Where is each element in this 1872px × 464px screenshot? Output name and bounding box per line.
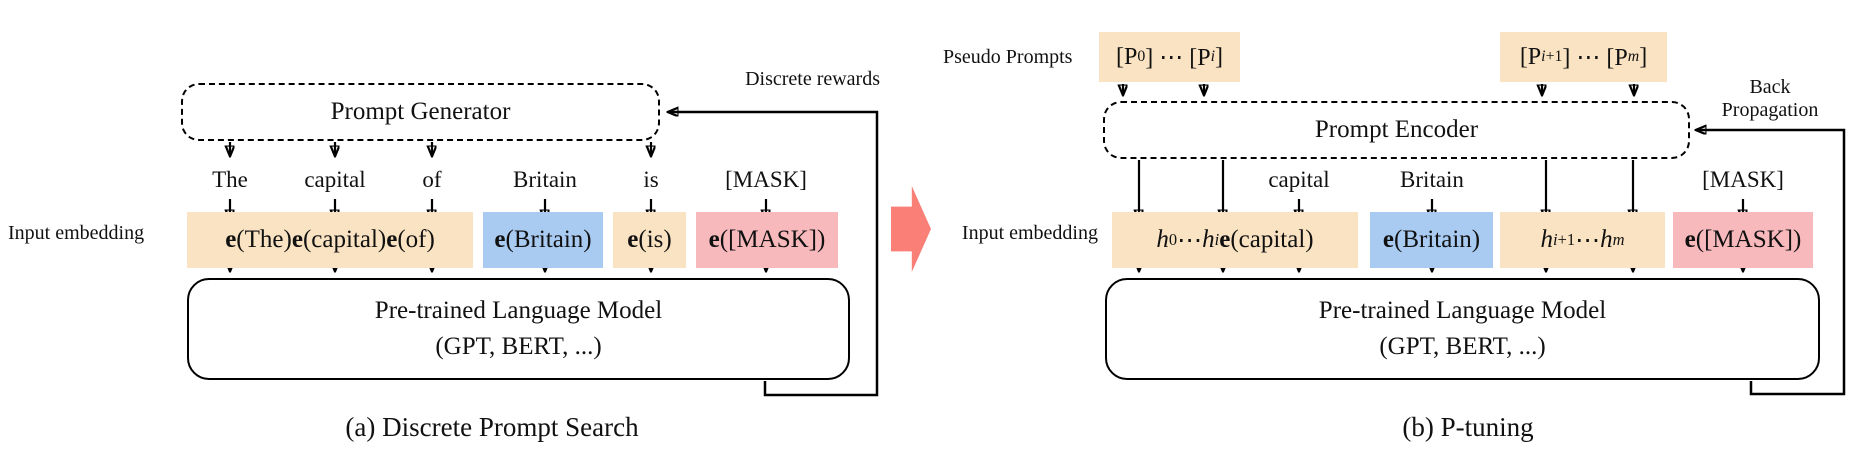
embedding-cell-prompt-a: e(The) e(capital) e(of) (187, 212, 473, 268)
plm-subtitle-a: (GPT, BERT, ...) (435, 333, 602, 360)
caption-a: (a) Discrete Prompt Search (345, 412, 639, 442)
token-capital: capital (304, 167, 366, 192)
token-britain: Britain (513, 167, 577, 192)
embedding-cell-is-a: e(is) (613, 212, 686, 268)
pseudo-prompts-label: Pseudo Prompts (943, 46, 1073, 68)
back-propagation-loop (1697, 130, 1846, 396)
plm-title-b: Pre-trained Language Model (1318, 296, 1607, 324)
token-mask-b: [MASK] (1702, 167, 1784, 192)
token-of: of (422, 167, 442, 192)
embedding-cell-britain-b: e(Britain) (1370, 212, 1493, 268)
token-is: is (643, 167, 659, 192)
caption-b: (b) P-tuning (1402, 412, 1534, 442)
discrete-rewards-label: Discrete rewards (745, 68, 880, 90)
token-the: The (212, 167, 248, 192)
token-mask: [MASK] (725, 167, 807, 192)
prompt-encoder-box: Prompt Encoder (1103, 101, 1690, 159)
plm-subtitle-b: (GPT, BERT, ...) (1379, 333, 1546, 360)
embedding-cell-mask-b: e([MASK]) (1673, 212, 1813, 268)
plm-title-a: Pre-trained Language Model (374, 296, 663, 324)
prompt-generator-label: Prompt Generator (330, 98, 511, 125)
input-embedding-label-b: Input embedding (961, 222, 1098, 244)
discrete-rewards-loop (669, 112, 879, 397)
embedding-cell-britain-a: e(Britain) (483, 212, 603, 268)
token-britain-b: Britain (1400, 167, 1464, 192)
pretrained-lm-box-a: Pre-trained Language Model (GPT, BERT, .… (187, 278, 850, 380)
token-capital-b: capital (1268, 167, 1330, 192)
prompt-generator-box: Prompt Generator (181, 83, 660, 141)
back-propagation-label: Back Propagation (1721, 76, 1819, 121)
prompt-encoder-label: Prompt Encoder (1314, 116, 1479, 143)
pretrained-lm-box-b: Pre-trained Language Model (GPT, BERT, .… (1105, 278, 1820, 380)
input-embedding-label-a: Input embedding (8, 222, 145, 244)
embedding-cell-mask-a: e([MASK]) (696, 212, 838, 268)
